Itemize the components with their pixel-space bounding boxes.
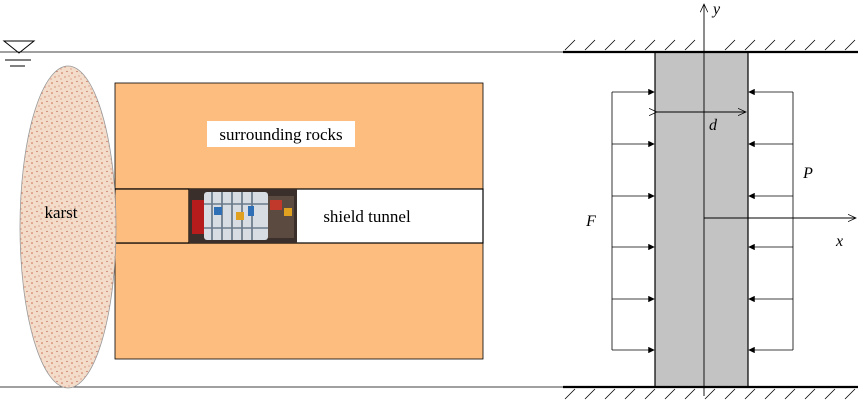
karst-cavity <box>19 65 117 389</box>
water-level-icon <box>2 40 36 67</box>
tunnel-rock-plug <box>114 188 190 244</box>
y-axis-label: y <box>711 1 721 18</box>
mechanical-model: y x d F P <box>563 1 858 400</box>
width-label: d <box>709 117 718 134</box>
surrounding-rocks-label: surrounding rocks <box>219 125 342 144</box>
karst-label: karst <box>44 203 77 222</box>
surrounding-rocks-label-box <box>207 121 355 147</box>
top-hatch <box>564 39 856 51</box>
force-F-label: F <box>585 213 596 230</box>
shield-machine-icon <box>189 189 297 243</box>
pressure-P-label: P <box>802 165 813 182</box>
right-load-arrows <box>748 88 794 354</box>
bottom-hatch <box>564 388 856 400</box>
left-load-arrows <box>611 88 655 354</box>
rock-plate <box>654 51 749 388</box>
geological-section: surrounding rocks shield tunnel karst <box>0 40 565 389</box>
x-axis-label: x <box>835 233 843 250</box>
shield-tunnel-label: shield tunnel <box>323 207 411 226</box>
